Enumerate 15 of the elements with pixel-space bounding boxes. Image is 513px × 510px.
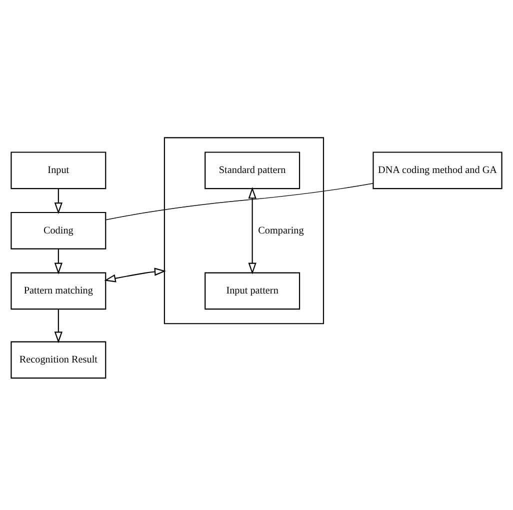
node-box: Standard pattern bbox=[204, 152, 300, 190]
connector bbox=[105, 182, 374, 220]
node-box: Input bbox=[10, 152, 106, 190]
node-box: Pattern matching bbox=[10, 272, 106, 310]
cluster bbox=[164, 137, 324, 324]
edge-label: Comparing bbox=[258, 226, 304, 237]
node-box: Recognition Result bbox=[10, 341, 106, 379]
node-box: DNA coding method and GA bbox=[372, 152, 502, 190]
arrow bbox=[248, 187, 256, 274]
arrow bbox=[54, 249, 62, 274]
arrow bbox=[54, 188, 62, 214]
node-box: Coding bbox=[10, 212, 106, 250]
arrow bbox=[104, 268, 166, 282]
node-box: Input pattern bbox=[204, 272, 300, 310]
arrow bbox=[54, 309, 62, 344]
